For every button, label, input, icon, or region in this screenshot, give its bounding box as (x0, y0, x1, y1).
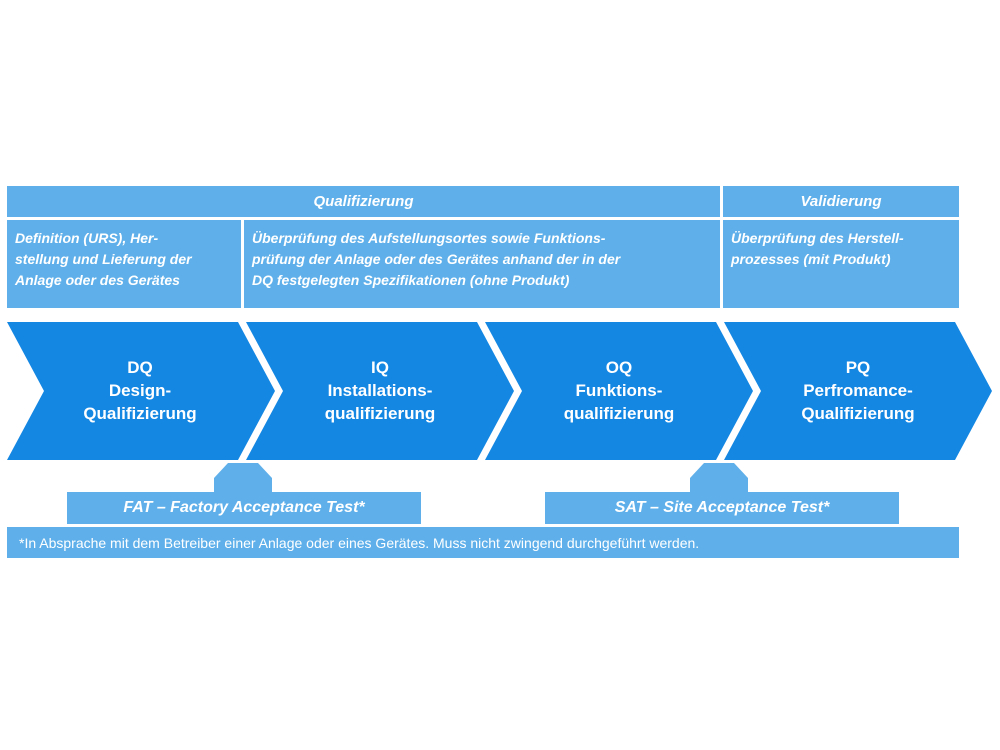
phase-name-line1: Perfromance- (803, 381, 913, 400)
chevron-iq (246, 322, 514, 460)
phase-name-line1: Funktions- (575, 381, 663, 400)
description-dq: Definition (URS), Her- stellung und Lief… (7, 220, 241, 308)
phase-name-line2: Qualifizierung (83, 404, 197, 423)
chevron-oq (485, 322, 753, 460)
chevron-pq (724, 322, 992, 460)
description-pq: Überprüfung des Herstell- prozesses (mit… (723, 220, 959, 308)
phase-iq-label: IQ Installations- qualifizierung (285, 356, 475, 436)
sat-connector-tab (690, 463, 748, 492)
phase-name-line2: qualifizierung (563, 404, 675, 423)
sat-box: SAT – Site Acceptance Test* (545, 492, 899, 524)
phase-abbr: PQ (845, 358, 871, 377)
description-iq-oq: Überprüfung des Aufstellungsortes sowie … (244, 220, 720, 308)
fat-box: FAT – Factory Acceptance Test* (67, 492, 421, 524)
phase-dq-label: DQ Design- Qualifizierung (45, 356, 235, 436)
chevron-dq (7, 322, 275, 460)
phase-name-line1: Design- (108, 381, 172, 400)
phase-abbr: IQ (371, 358, 389, 377)
phase-oq-label: OQ Funktions- qualifizierung (524, 356, 714, 436)
phase-name-line1: Installations- (327, 381, 433, 400)
phase-name-line2: Qualifizierung (801, 404, 915, 423)
header-qualifizierung: Qualifizierung (7, 186, 720, 217)
phase-pq-label: PQ Perfromance- Qualifizierung (763, 356, 953, 436)
fat-connector-tab (214, 463, 272, 492)
phase-abbr: OQ (605, 358, 633, 377)
phase-abbr: DQ (127, 358, 153, 377)
header-validierung: Validierung (723, 186, 959, 217)
footnote: *In Absprache mit dem Betreiber einer An… (7, 527, 959, 558)
phase-name-line2: qualifizierung (324, 404, 436, 423)
